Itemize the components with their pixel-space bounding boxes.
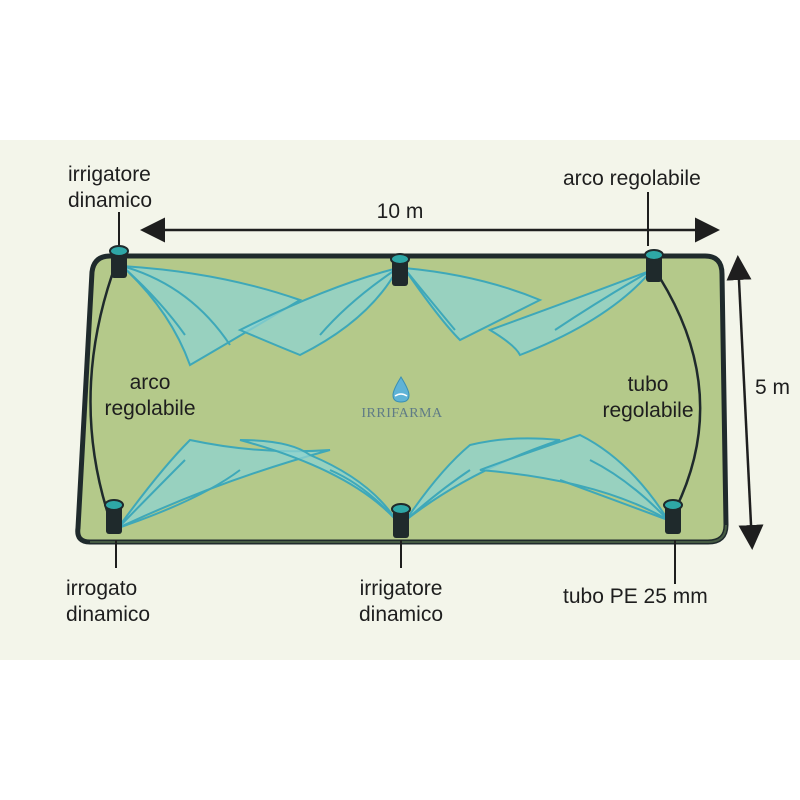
spray-zone-top-right (487, 269, 653, 357)
sprinkler-head-top-left (109, 245, 129, 278)
label-right-middle-line2: regolabile (602, 399, 694, 422)
label-top-left-line1: irrigatore (68, 163, 151, 186)
spray-zone-top-center-left (237, 266, 400, 357)
sprinkler-head-bottom-right (663, 499, 683, 534)
height-dimension-label: 5 m (755, 376, 791, 399)
sprinkler-head-bottom-center (391, 503, 411, 538)
label-bottom-center: irrigatore dinamico (331, 576, 471, 628)
water-drop-icon (392, 376, 410, 403)
label-top-right: arco regolabile (563, 167, 701, 190)
sprinkler-head-top-right (644, 249, 664, 282)
left-arc-pipe (89, 274, 114, 521)
leader-lines (115, 192, 676, 584)
sprinkler-head-top-center (390, 253, 410, 286)
spray-zone-bottom-center-left (239, 439, 397, 521)
label-right-middle-line1: tubo (627, 373, 669, 396)
spray-zone-bottom-right (479, 433, 669, 521)
spray-rays (117, 265, 669, 529)
height-dimension-arrow (726, 255, 764, 550)
right-arc-pipe (658, 277, 702, 521)
width-dimension-label: 10 m (376, 200, 424, 223)
label-bottom-right: tubo PE 25 mm (563, 585, 708, 608)
label-bottom-left-line2: dinamico (66, 603, 151, 626)
label-left-middle-line2: regolabile (104, 397, 196, 420)
label-right-middle: tubo regolabile (578, 372, 718, 424)
label-top-left: irrigatore dinamico (68, 162, 152, 214)
spray-zone-top-center-right (401, 266, 543, 342)
label-left-middle-line1: arco (129, 371, 171, 394)
label-bottom-left: irrogato dinamico (66, 576, 150, 628)
label-bottom-center-line1: irrigatore (359, 577, 443, 600)
label-top-left-line2: dinamico (68, 189, 153, 212)
label-bottom-left-line1: irrogato (66, 577, 138, 600)
sprinkler-head-bottom-left (104, 499, 124, 534)
spray-zone-bottom-center-right (405, 437, 561, 521)
logo-text: IRRIFARMA (361, 406, 443, 421)
label-bottom-center-line2: dinamico (358, 603, 444, 626)
label-left-middle: arco regolabile (80, 370, 220, 422)
lawn-shadow (90, 524, 727, 543)
